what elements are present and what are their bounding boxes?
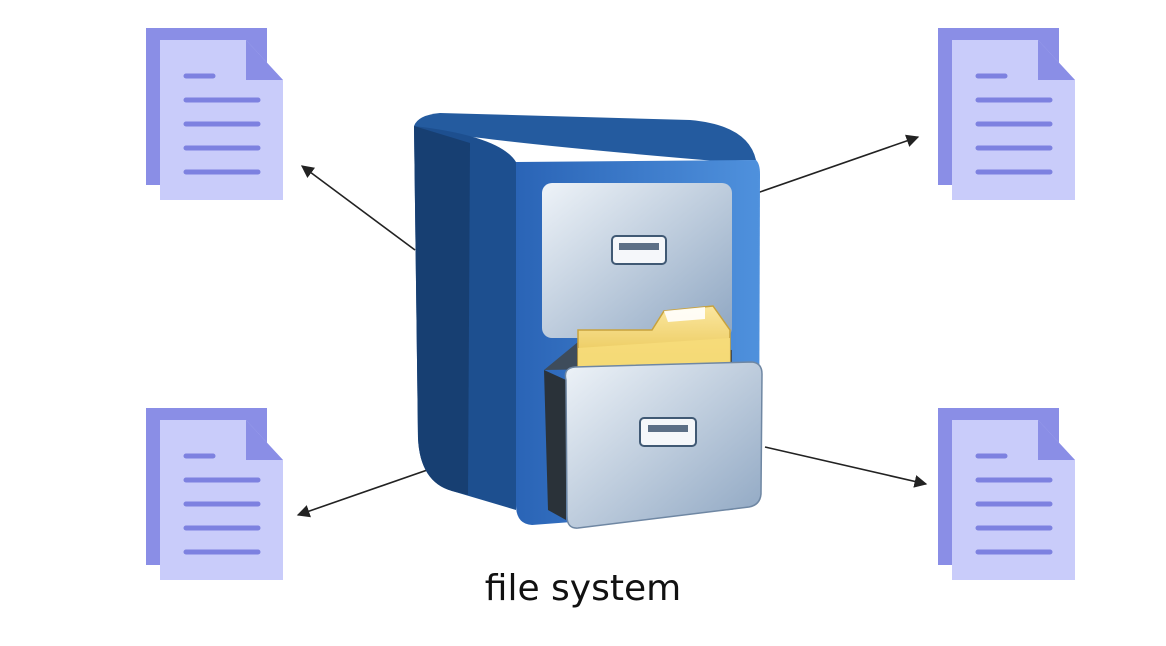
- arrow-to-top-right: [756, 134, 920, 194]
- arrow-to-bottom-right: [764, 446, 928, 488]
- arrow-to-top-left: [300, 165, 416, 251]
- document-icon-top-right: [938, 28, 1075, 200]
- file-cabinet-icon: [414, 113, 763, 529]
- document-icon-bottom-right: [938, 408, 1075, 580]
- document-icon-bottom-left: [146, 408, 283, 580]
- document-icon-top-left: [146, 28, 283, 200]
- diagram-caption: file system: [485, 568, 681, 609]
